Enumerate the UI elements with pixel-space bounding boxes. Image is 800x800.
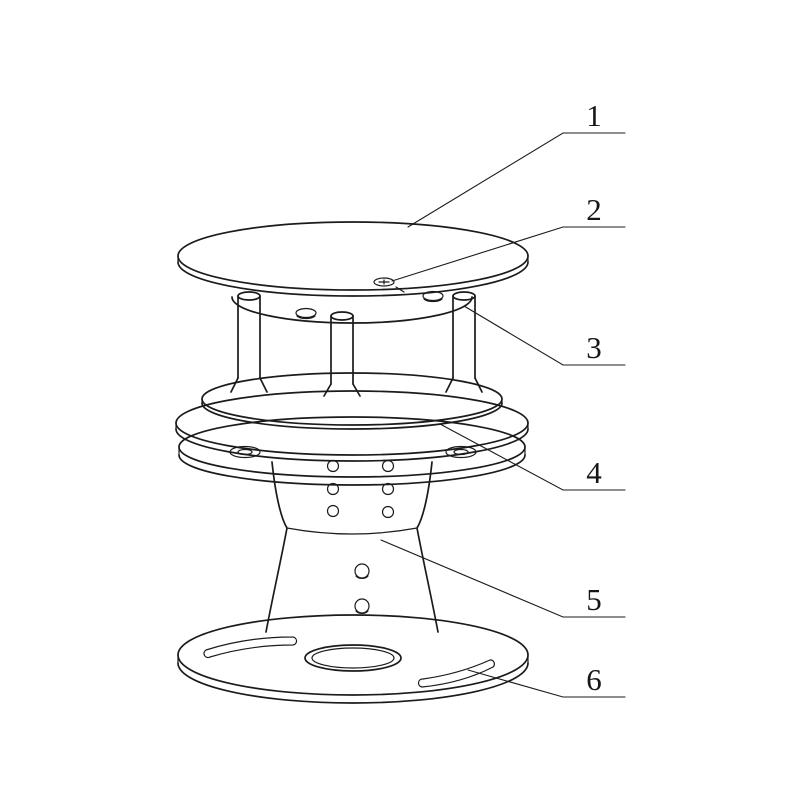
- leader-line-1: [407, 132, 626, 228]
- plate-hole-right-outer: [422, 290, 444, 302]
- leader-line-4: [439, 423, 626, 491]
- screw-hole-outer: [373, 277, 395, 287]
- flange-center-hole-inner: [311, 647, 395, 669]
- callout-label-3: 3: [586, 330, 602, 365]
- washer-left-outer: [229, 445, 261, 459]
- disc-upper-thickness: [201, 402, 503, 430]
- plate-hole-right: [422, 290, 444, 303]
- body-hole: [381, 505, 395, 519]
- body-hole: [326, 504, 340, 518]
- post-left: [230, 291, 268, 393]
- flange-center-hole-outer: [304, 644, 402, 672]
- screw-hole: [373, 277, 405, 293]
- top-plate: [231, 277, 473, 324]
- washer-right-outer: [445, 445, 477, 459]
- disc-middle-ellipse: [175, 390, 529, 456]
- callout-2: 2: [391, 192, 626, 282]
- post-right-sides: [452, 295, 476, 379]
- callouts: 1 2 3 4 5 6: [380, 98, 626, 698]
- post-middle-top: [330, 311, 354, 321]
- shield-disc-lower: [178, 416, 526, 486]
- transducer-posts: [230, 291, 483, 397]
- post-left-sides: [237, 295, 261, 379]
- body-right-side: [416, 461, 439, 633]
- body-hole: [381, 482, 395, 496]
- washer-right: [445, 445, 477, 459]
- flange-slot-left: [203, 636, 298, 659]
- callout-label-5: 5: [586, 582, 602, 617]
- plate-front-edge: [231, 296, 473, 324]
- body-lower-holes: [354, 563, 370, 614]
- mounting-flange: [177, 614, 529, 704]
- post-left-top: [237, 291, 261, 301]
- leader-line-2: [391, 226, 626, 282]
- washer-left: [229, 445, 261, 459]
- callout-label-2: 2: [586, 192, 602, 227]
- callout-4: 4: [439, 423, 626, 491]
- leader-line-6: [467, 669, 626, 698]
- callout-label-4: 4: [586, 455, 602, 490]
- body-hole: [326, 482, 340, 496]
- body-hole: [354, 563, 370, 579]
- body-upper-holes: [326, 459, 395, 519]
- body-waist-seam: [286, 527, 418, 535]
- body-hole: [354, 598, 370, 614]
- shield-disc-middle: [175, 390, 529, 462]
- post-right-top: [452, 291, 476, 301]
- washer-left-inner: [237, 448, 253, 456]
- body-left-side: [265, 461, 288, 633]
- callout-3: 3: [463, 305, 626, 366]
- flange-edges: [177, 654, 529, 664]
- shield-disc-upper: [201, 372, 503, 430]
- body-hole: [381, 459, 395, 473]
- cap-rim-bottom-arc: [177, 261, 529, 297]
- plate-hole-right-depth: [423, 298, 443, 303]
- top-cap: [177, 221, 529, 297]
- body-hole-shadow: [355, 575, 369, 579]
- plate-hole-left-outer: [295, 307, 317, 319]
- post-left-flare: [230, 377, 268, 393]
- leader-line-5: [380, 539, 626, 618]
- disc-upper-edges: [201, 398, 503, 404]
- disc-lower-thickness: [178, 454, 526, 486]
- flange-slot-right: [417, 659, 495, 688]
- screw-tick: [395, 286, 405, 293]
- flange-top-ellipse: [177, 614, 529, 696]
- disc-middle-thickness: [175, 428, 529, 462]
- callout-label-1: 1: [586, 98, 602, 133]
- post-middle-flare: [323, 383, 361, 397]
- cap-top-ellipse: [177, 221, 529, 291]
- plate-hole-left: [295, 307, 317, 320]
- callout-6: 6: [467, 662, 626, 698]
- leader-line-3: [463, 305, 626, 366]
- body-hole: [326, 459, 340, 473]
- callout-label-6: 6: [586, 662, 602, 697]
- callout-5: 5: [380, 539, 626, 618]
- shield-stack: [175, 372, 529, 486]
- callout-1: 1: [407, 98, 626, 228]
- washer-right-inner: [453, 448, 469, 456]
- disc-middle-edges: [175, 422, 529, 430]
- disc-lower-edges: [178, 446, 526, 456]
- body-hole-shadow: [355, 610, 369, 614]
- sensor-body: [265, 459, 439, 633]
- post-middle: [323, 311, 361, 397]
- plate-hole-left-depth: [296, 315, 316, 320]
